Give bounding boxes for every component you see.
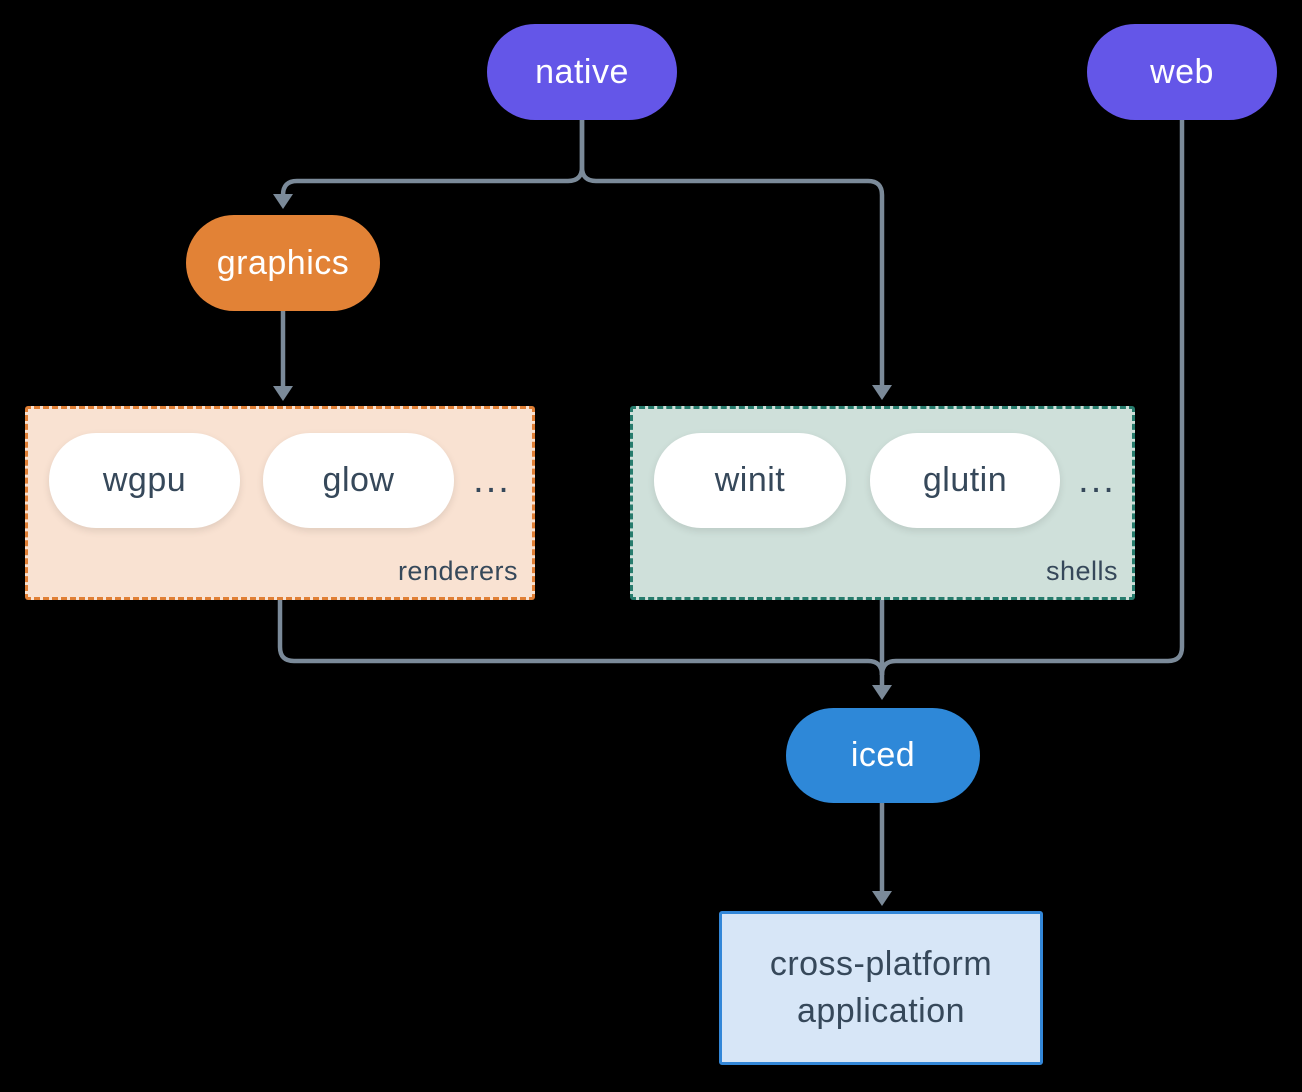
node-glutin-label: glutin [922, 461, 1008, 499]
node-application-line1: cross-platform [769, 945, 993, 983]
edge-native-shells [579, 120, 885, 385]
node-web: web [1087, 24, 1277, 120]
node-application-line2: application [796, 992, 966, 1030]
renderers-ellipsis: ... [473, 459, 511, 501]
node-glow-label: glow [322, 461, 395, 499]
arrowhead-into-iced [872, 685, 892, 700]
node-winit: winit [654, 433, 846, 528]
group-renderers: wgpu glow ... renderers [25, 406, 535, 600]
node-native-label: native [535, 52, 629, 91]
arrowhead-into-graphics [273, 194, 293, 209]
node-winit-label: winit [714, 461, 786, 499]
node-graphics: graphics [186, 215, 380, 311]
node-iced: iced [786, 708, 980, 803]
group-shells: winit glutin ... shells [630, 406, 1135, 600]
edge-renderers-iced [277, 600, 885, 676]
node-glow: glow [263, 433, 454, 528]
arrowhead-into-application [872, 891, 892, 906]
arrowhead-into-shells [872, 385, 892, 400]
edge-native-graphics [280, 120, 585, 196]
node-web-label: web [1150, 52, 1214, 91]
node-wgpu-label: wgpu [102, 461, 187, 499]
group-renderers-label: renderers [397, 556, 518, 586]
node-glutin: glutin [870, 433, 1060, 528]
group-shells-label: shells [1045, 556, 1118, 586]
node-native: native [487, 24, 677, 120]
node-graphics-label: graphics [216, 243, 350, 282]
shells-ellipsis: ... [1078, 459, 1116, 501]
node-wgpu: wgpu [49, 433, 240, 528]
arrowhead-into-renderers [273, 386, 293, 401]
node-application: cross-platform application [719, 911, 1043, 1065]
node-iced-label: iced [850, 736, 916, 774]
